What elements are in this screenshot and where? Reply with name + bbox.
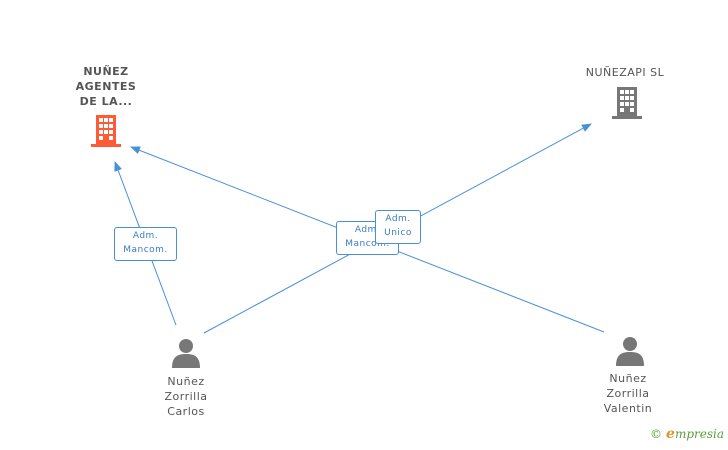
person-icon[interactable] <box>172 339 200 368</box>
label-line: Valentin <box>603 402 653 415</box>
label-line: Zorrilla <box>164 390 208 403</box>
brand-name: mpresia <box>674 427 724 441</box>
empresia-logo: ©empresia <box>650 426 724 442</box>
edge-label-line: Mancom. <box>345 239 390 249</box>
label-line: NUÑEZAPI SL <box>585 66 665 79</box>
brand-initial: e <box>666 426 675 442</box>
label-line: Nuñez <box>609 372 647 385</box>
edge-label-line: Adm. <box>385 214 411 224</box>
edge-label-line: Adm. <box>132 231 159 241</box>
label-line: NUÑEZ <box>83 65 129 78</box>
edge-label-line: Adm. <box>354 225 381 235</box>
edge-label-adm-mancom[interactable]: Adm. Mancom. <box>114 227 177 261</box>
person-icon[interactable] <box>616 337 644 366</box>
edge-label-line: Mancom. <box>123 245 168 255</box>
company-label-nunezapi[interactable]: NUÑEZAPI SL <box>570 65 680 80</box>
label-line: Zorrilla <box>606 387 650 400</box>
label-line: AGENTES <box>75 80 137 93</box>
person-label-carlos[interactable]: Nuñez Zorrilla Carlos <box>136 374 236 419</box>
edge-label-line: Unico <box>384 228 412 238</box>
label-line: DE LA... <box>79 95 133 108</box>
edge-label-adm-unico[interactable]: Adm. Unico <box>375 210 421 244</box>
label-line: Carlos <box>167 405 205 418</box>
building-icon[interactable] <box>612 87 642 119</box>
building-icon[interactable] <box>91 115 121 147</box>
company-label-nunez-agentes[interactable]: NUÑEZ AGENTES DE LA... <box>56 64 156 109</box>
label-line: Nuñez <box>167 375 205 388</box>
copyright-symbol: © <box>650 427 663 441</box>
person-label-valentin[interactable]: Nuñez Zorrilla Valentin <box>578 371 678 416</box>
